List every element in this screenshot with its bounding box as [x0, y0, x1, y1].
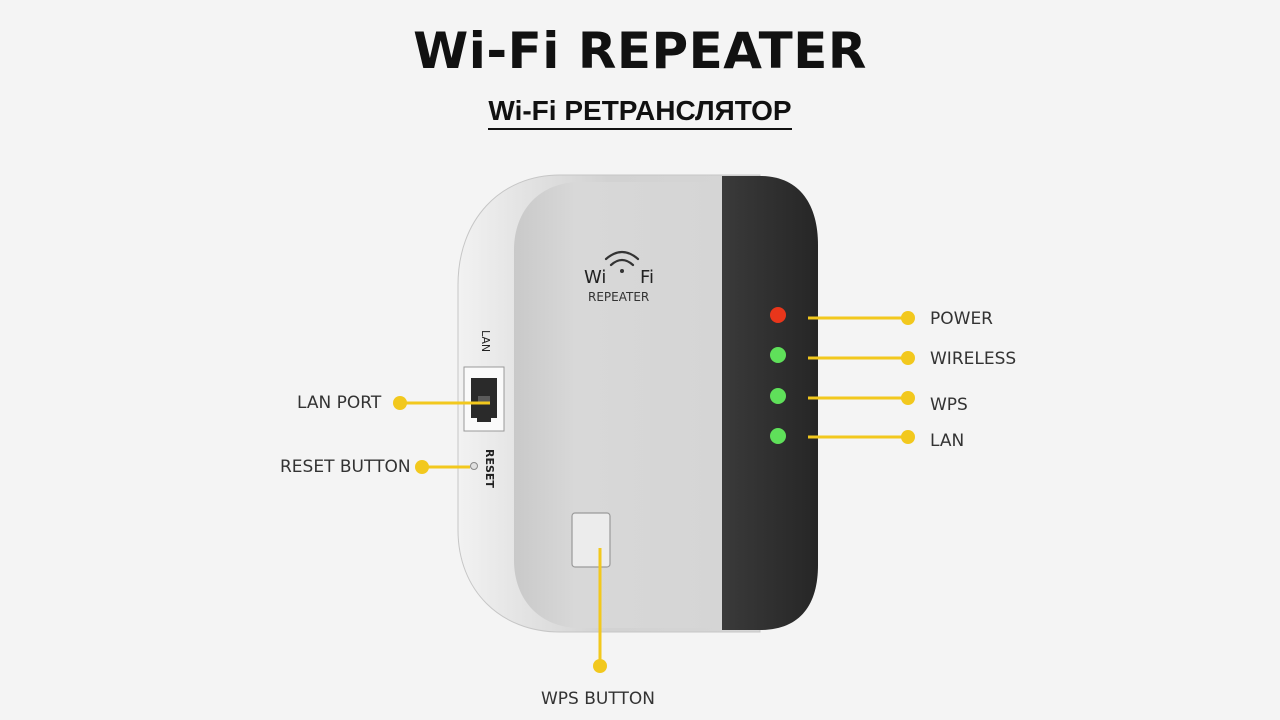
led-lan [770, 428, 786, 444]
page-subtitle: Wi-Fi РЕТРАНСЛЯТОР [0, 95, 1280, 130]
callout-reset-button: RESET BUTTON [280, 457, 411, 477]
led-power [770, 307, 786, 323]
callout-wps: WPS [930, 395, 968, 415]
callout-wps-button: WPS BUTTON [541, 689, 655, 709]
subtitle-text: Wi-Fi РЕТРАНСЛЯТОР [488, 95, 792, 130]
page-title: Wi-Fi REPEATER [413, 22, 867, 80]
logo-fi-text: Fi [640, 267, 654, 288]
reset-hole [470, 462, 478, 470]
callout-power: POWER [930, 309, 993, 329]
lan-port-icon [463, 366, 505, 432]
callout-lan: LAN [930, 431, 965, 451]
wifi-signal-icon [604, 250, 640, 261]
wps-button-shape [571, 512, 611, 568]
led-wireless [770, 347, 786, 363]
callout-lan-port: LAN PORT [297, 393, 382, 413]
led-wps [770, 388, 786, 404]
reset-side-label: RESET [483, 449, 496, 488]
device-led-panel [722, 176, 818, 630]
callout-wireless: WIRELESS [930, 349, 1017, 369]
logo-repeater-text: REPEATER [588, 290, 649, 304]
lan-side-label: LAN [479, 330, 492, 352]
logo-wi-text: Wi [584, 267, 606, 288]
wifi-logo: Wi Fi REPEATER [584, 250, 654, 304]
